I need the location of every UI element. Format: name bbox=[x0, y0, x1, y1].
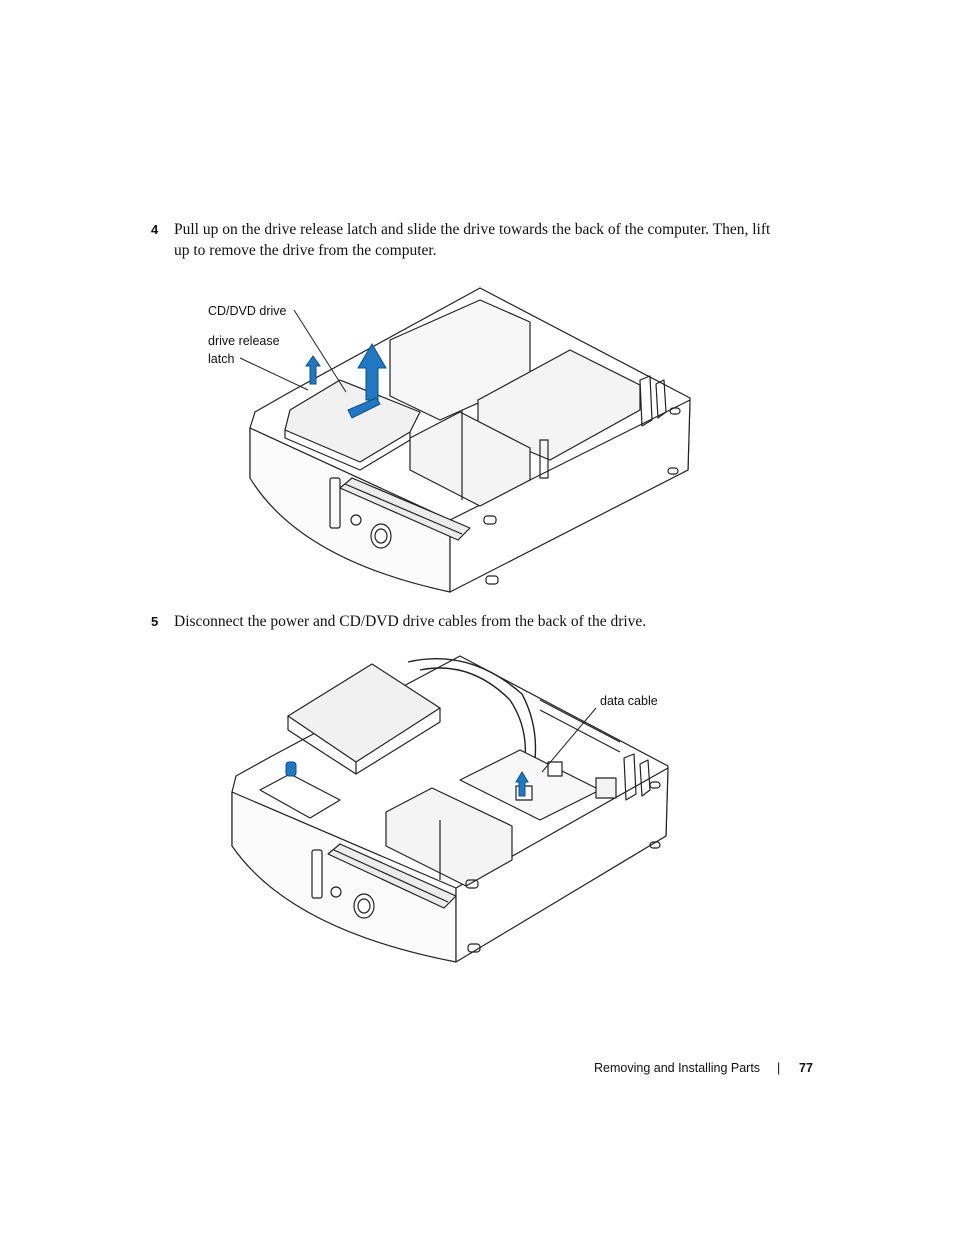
step-5: 5 Disconnect the power and CD/DVD drive … bbox=[151, 611, 771, 632]
footer-separator: | bbox=[777, 1061, 781, 1075]
footer-section-title: Removing and Installing Parts bbox=[594, 1061, 761, 1075]
step-4: 4 Pull up on the drive release latch and… bbox=[151, 219, 771, 261]
callout-cd-dvd-drive: CD/DVD drive bbox=[208, 304, 287, 318]
step-text: Disconnect the power and CD/DVD drive ca… bbox=[174, 613, 647, 630]
callout-latch: latch bbox=[208, 352, 235, 366]
step-number: 4 bbox=[151, 222, 159, 237]
callout-data-cable: data cable bbox=[600, 694, 658, 708]
callout-drive-release: drive release bbox=[208, 334, 280, 348]
step-text: Pull up on the drive release latch and s… bbox=[174, 221, 771, 259]
page-number: 77 bbox=[799, 1061, 813, 1075]
step-number: 5 bbox=[151, 614, 159, 629]
